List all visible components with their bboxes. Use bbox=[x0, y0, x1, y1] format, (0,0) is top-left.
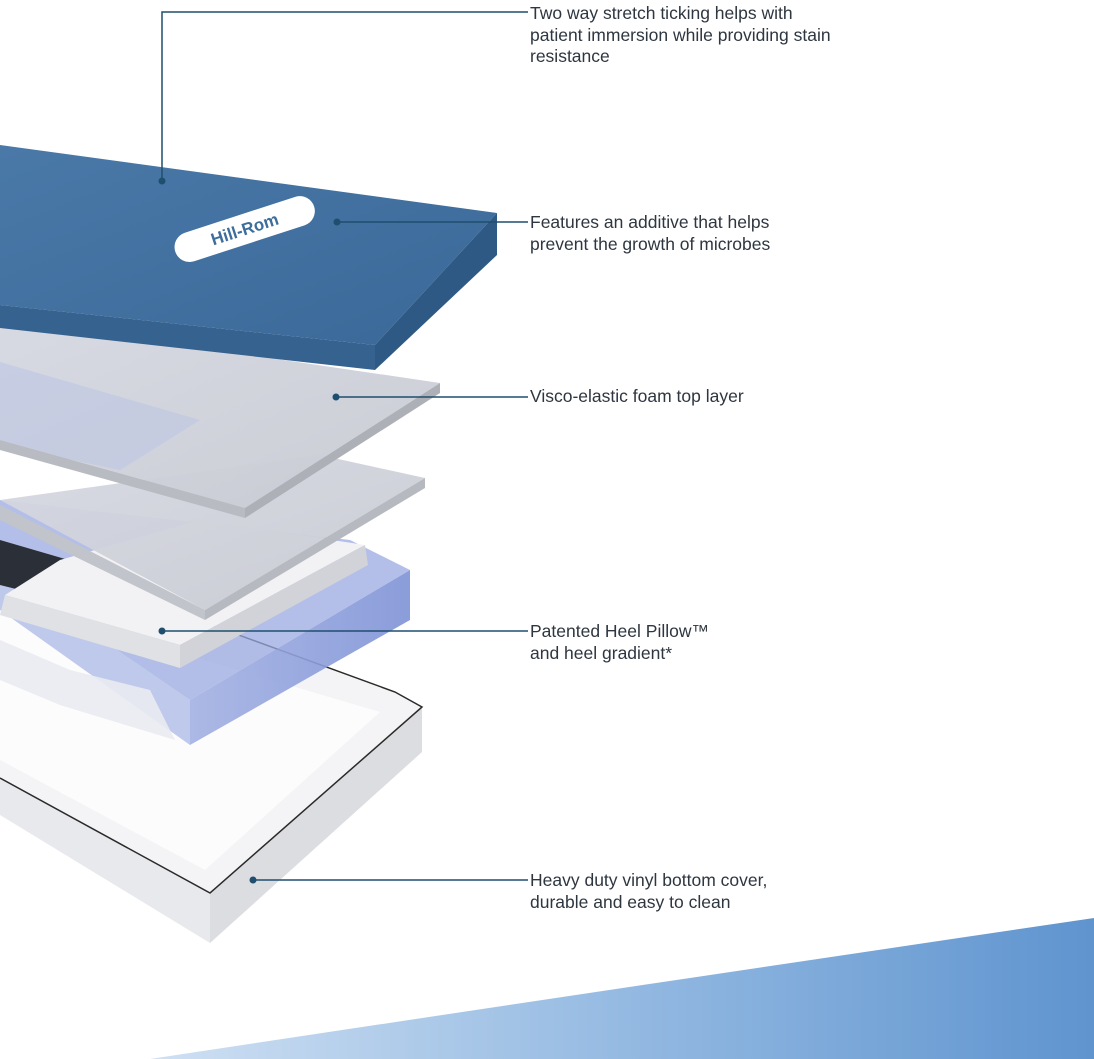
callout-ticking: Two way stretch ticking helps with patie… bbox=[530, 3, 831, 66]
callout-additive: Features an additive that helps prevent … bbox=[530, 212, 771, 254]
ticking-cover: Hill-Rom bbox=[0, 145, 497, 370]
leader-dot-ticking bbox=[158, 177, 166, 185]
callout-heel: Patented Heel Pillow™ and heel gradient* bbox=[530, 621, 709, 663]
visco-foam-layer bbox=[0, 320, 440, 518]
leader-dot-additive bbox=[333, 218, 341, 226]
leader-dots bbox=[158, 177, 341, 884]
leader-line-ticking bbox=[161, 11, 528, 181]
leader-dot-heel bbox=[158, 627, 166, 635]
mid-foam-layer bbox=[0, 455, 425, 620]
background-swoosh bbox=[150, 918, 1094, 1059]
leader-lines bbox=[161, 11, 528, 881]
leader-dot-vinyl bbox=[249, 876, 257, 884]
callout-vinyl: Heavy duty vinyl bottom cover, durable a… bbox=[530, 870, 768, 912]
leader-dot-visco bbox=[332, 393, 340, 401]
callout-visco: Visco-elastic foam top layer bbox=[530, 386, 744, 406]
